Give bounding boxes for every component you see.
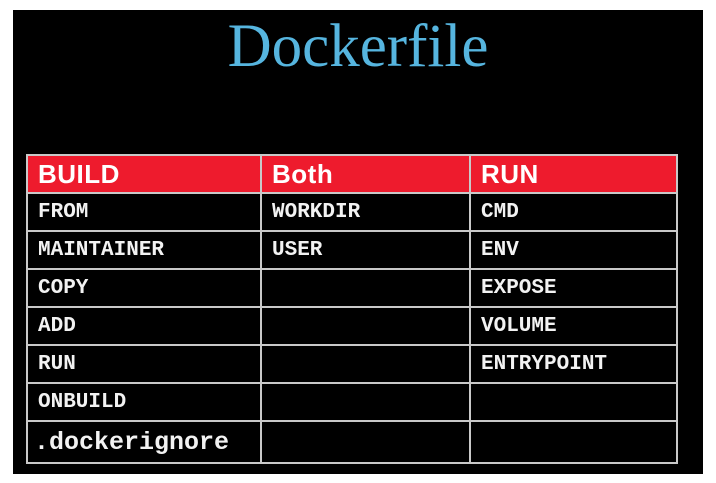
table-cell — [260, 268, 471, 308]
table-cell: WORKDIR — [260, 192, 471, 232]
table-row: FROM WORKDIR CMD — [26, 192, 678, 232]
table-cell — [469, 382, 678, 422]
table-row: .dockerignore — [26, 420, 678, 464]
table-header-row: BUILD Both RUN — [26, 154, 678, 194]
slide-title: Dockerfile — [227, 13, 489, 80]
table-cell: ENTRYPOINT — [469, 344, 678, 384]
table-cell: VOLUME — [469, 306, 678, 346]
column-header-run: RUN — [469, 154, 678, 194]
table-row: ONBUILD — [26, 382, 678, 422]
table-row: RUN ENTRYPOINT — [26, 344, 678, 384]
column-header-build: BUILD — [26, 154, 262, 194]
table-cell: FROM — [26, 192, 262, 232]
table-cell — [260, 306, 471, 346]
table-cell — [469, 420, 678, 464]
column-header-both: Both — [260, 154, 471, 194]
table-row: COPY EXPOSE — [26, 268, 678, 308]
table-cell: ADD — [26, 306, 262, 346]
table-cell — [260, 420, 471, 464]
table-cell: EXPOSE — [469, 268, 678, 308]
table-cell — [260, 344, 471, 384]
dockerfile-commands-table: BUILD Both RUN FROM WORKDIR CMD MAINTAIN… — [26, 154, 678, 464]
table-row: ADD VOLUME — [26, 306, 678, 346]
table-cell: MAINTAINER — [26, 230, 262, 270]
table-cell: COPY — [26, 268, 262, 308]
table-cell: CMD — [469, 192, 678, 232]
table-cell: RUN — [26, 344, 262, 384]
table-cell: ONBUILD — [26, 382, 262, 422]
table-cell — [260, 382, 471, 422]
table-row: MAINTAINER USER ENV — [26, 230, 678, 270]
table-cell-dockerignore: .dockerignore — [26, 420, 262, 464]
table-cell: ENV — [469, 230, 678, 270]
table-cell: USER — [260, 230, 471, 270]
slide-background: Dockerfile BUILD Both RUN FROM WORKDIR C… — [13, 10, 703, 474]
